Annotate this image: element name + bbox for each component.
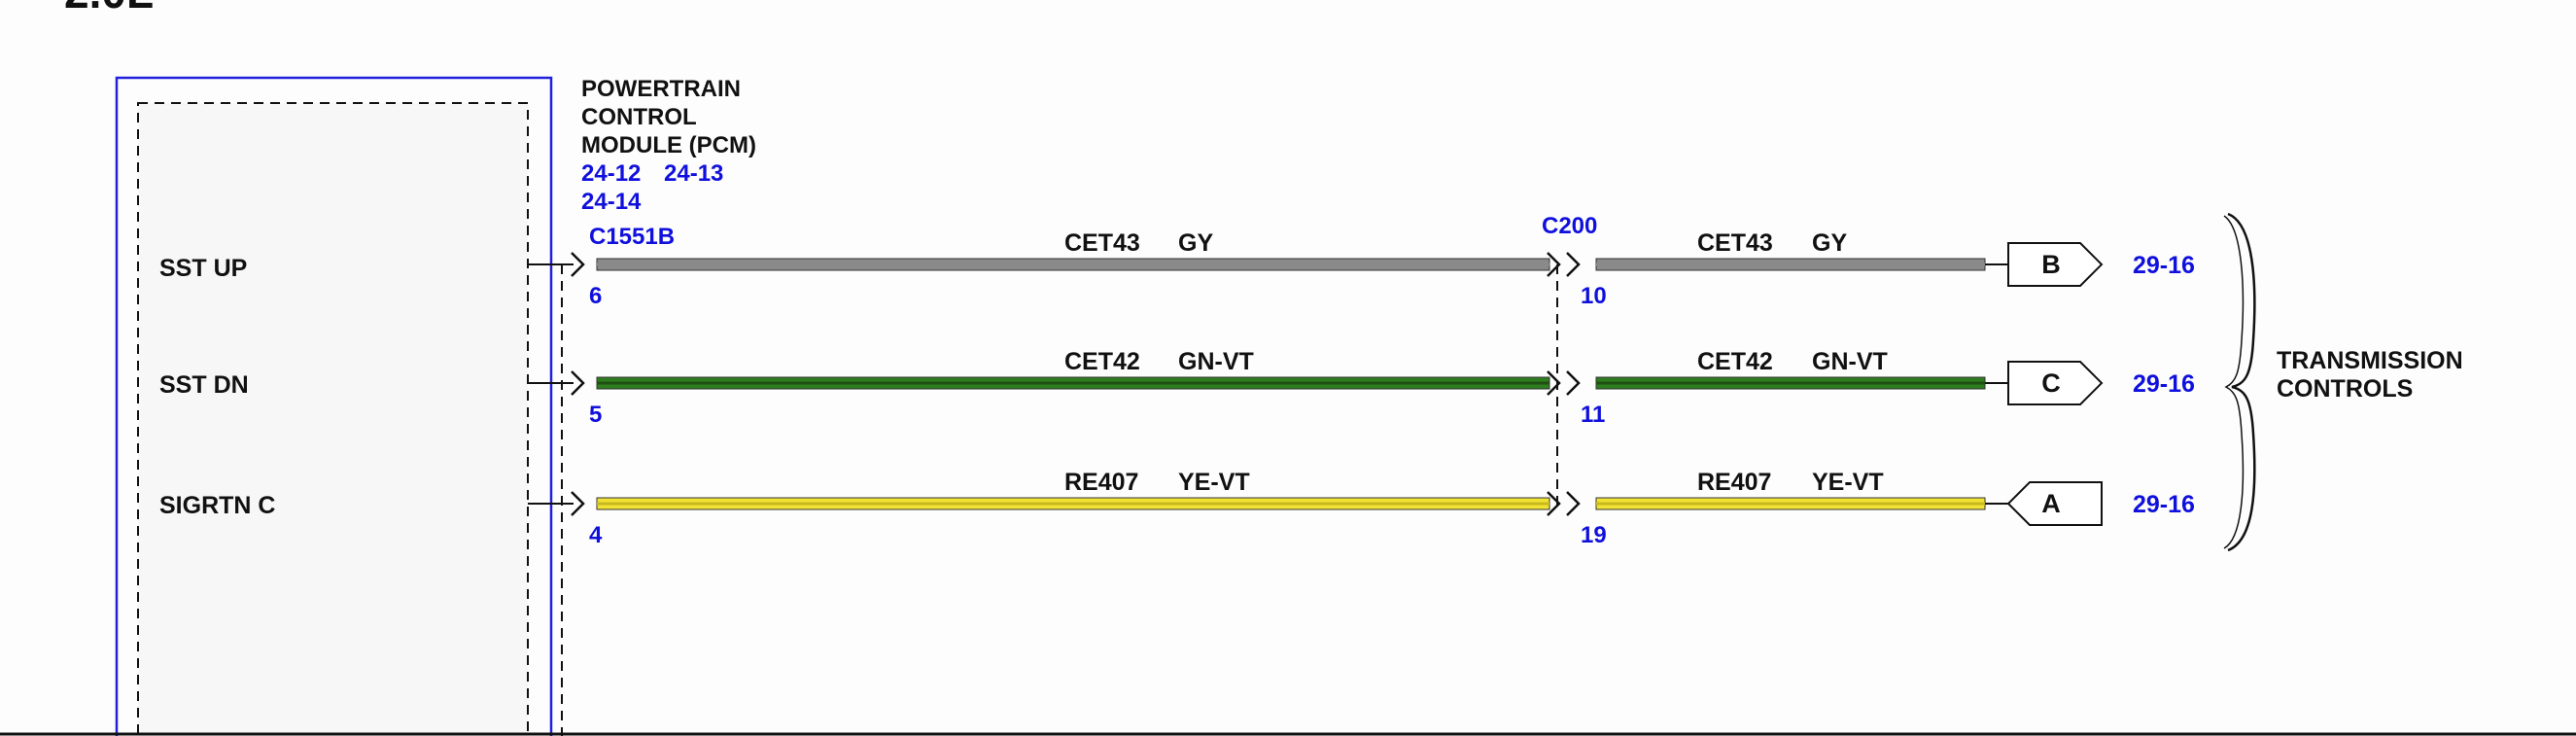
circuit-number-label: CET43	[1064, 229, 1140, 257]
wire-color-label: GY	[1812, 229, 1847, 257]
module-name-line-1: POWERTRAIN	[581, 76, 741, 102]
terminal-flag-icon[interactable]	[2007, 242, 2104, 287]
c200-terminal-out-icon	[1566, 252, 1581, 277]
module-page-ref-2[interactable]: 24-13	[664, 160, 723, 187]
destination-brace	[2227, 212, 2256, 552]
engine-title: 2.0L	[64, 0, 154, 18]
circuit-number-label: RE407	[1064, 469, 1138, 496]
wire-color-label: YE-VT	[1812, 469, 1884, 496]
terminal-letter: B	[2041, 250, 2061, 279]
destination-brace-inner	[2223, 215, 2245, 549]
module-page-ref-3[interactable]: 24-14	[581, 189, 642, 215]
page-reference-link[interactable]: 29-16	[2133, 252, 2195, 279]
circuit-row: B CET43 GY CET43 GY 6 10 29-16	[528, 229, 2195, 309]
c200-pin-number: 10	[1581, 283, 1607, 309]
c200-terminal-in-icon	[1547, 370, 1561, 396]
pcm-pin-number: 4	[589, 522, 603, 548]
c200-terminal-in-icon	[1547, 252, 1561, 277]
circuit-number-label: CET42	[1697, 348, 1773, 375]
c200-terminal-in-icon	[1547, 491, 1561, 516]
circuit-row: C CET42 GN-VT CET42 GN-VT 5 11 29-16	[528, 348, 2195, 428]
pcm-connector-terminal-icon	[571, 370, 585, 396]
wire-color-label: GY	[1178, 229, 1213, 257]
c200-terminal-out-icon	[1566, 370, 1581, 396]
c200-pin-number: 19	[1581, 522, 1607, 548]
circuit-number-label: RE407	[1697, 469, 1771, 496]
circuit-number-label: CET43	[1697, 229, 1773, 257]
module-name-line-3: MODULE (PCM)	[581, 132, 756, 158]
pcm-pin-number: 6	[589, 283, 602, 309]
circuit-number-label: CET42	[1064, 348, 1140, 375]
circuit-row: A RE407 YE-VT RE407 YE-VT 4 19 29-16	[528, 469, 2195, 548]
pcm-internal-boundary	[137, 102, 529, 736]
terminal-flag-icon[interactable]	[2006, 481, 2103, 526]
module-page-ref-1[interactable]: 24-12	[581, 160, 641, 187]
c200-pin-number: 11	[1581, 402, 1605, 428]
terminal-flag-icon[interactable]	[2007, 361, 2104, 405]
pcm-connector-terminal-icon	[571, 252, 585, 277]
pin-label-sst-up: SST UP	[159, 255, 247, 282]
wire-color-label: GN-VT	[1178, 348, 1254, 375]
page-reference-link[interactable]: 29-16	[2133, 491, 2195, 518]
c200-terminal-out-icon	[1566, 491, 1581, 516]
pcm-connector-label: C1551B	[589, 224, 675, 250]
page-reference-link[interactable]: 29-16	[2133, 370, 2195, 398]
wire-color-label: YE-VT	[1178, 469, 1250, 496]
pcm-module-outline	[115, 76, 553, 736]
terminal-letter: C	[2041, 368, 2061, 398]
c200-connector-label: C200	[1542, 213, 1597, 239]
pcm-connector-terminal-icon	[571, 491, 585, 516]
pin-label-sst-dn: SST DN	[159, 371, 249, 399]
destination-line-1: TRANSMISSION	[2277, 347, 2463, 374]
wire-color-label: GN-VT	[1812, 348, 1888, 375]
pcm-pin-number: 5	[589, 402, 602, 428]
destination-line-2: CONTROLS	[2277, 375, 2413, 403]
module-name-line-2: CONTROL	[581, 104, 697, 130]
pin-label-sigrtn-c: SIGRTN C	[159, 492, 275, 519]
terminal-letter: A	[2041, 489, 2061, 518]
